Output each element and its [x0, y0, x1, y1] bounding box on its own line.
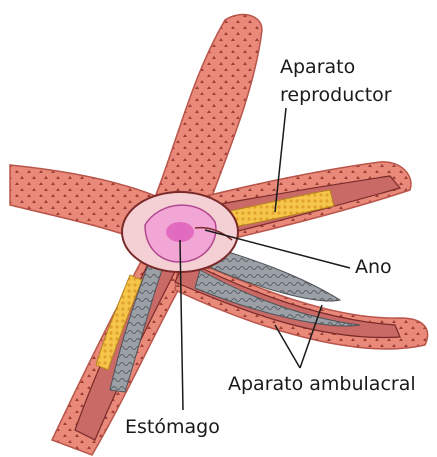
label-estomago: Estómago	[125, 418, 220, 437]
label-aparato-ambulacral: Aparato ambulacral	[228, 375, 416, 394]
label-aparato-reproductor-line2: reproductor	[280, 86, 392, 105]
label-ano: Ano	[355, 258, 392, 277]
label-aparato-reproductor-line1: Aparato	[280, 58, 355, 77]
